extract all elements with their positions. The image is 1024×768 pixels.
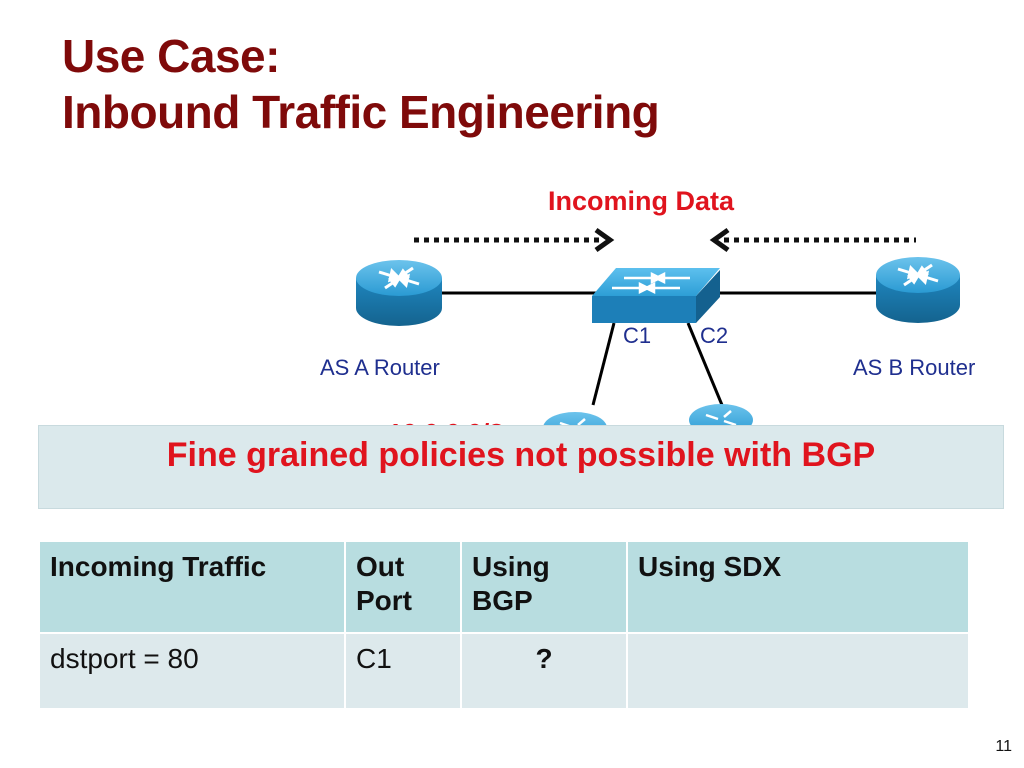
as-a-router-icon [356,260,442,326]
table-header-row: Incoming Traffic Out Port Using BGP Usin… [38,540,970,634]
slide-title: Use Case: Inbound Traffic Engineering [62,28,660,140]
switch-icon [592,268,720,323]
table-row: dstport = 80 C1 ? [38,632,970,710]
table-header-using-sdx: Using SDX [626,540,970,634]
link-c1 [591,322,616,406]
title-line-2: Inbound Traffic Engineering [62,86,660,138]
link-c2 [686,322,724,406]
title-line-1: Use Case: [62,30,280,82]
callout-banner-text: Fine grained policies not possible with … [166,436,876,474]
as-b-router-label: AS B Router [853,355,976,380]
table-header-out-port: Out Port [344,540,462,634]
port-c1-label: C1 [623,323,652,348]
callout-banner: Fine grained policies not possible with … [38,425,1004,509]
table-cell-incoming-traffic: dstport = 80 [38,632,346,710]
table-cell-out-port: C1 [344,632,462,710]
as-b-router-icon [876,257,960,323]
table-cell-using-sdx [626,632,970,710]
incoming-data-label: Incoming Data [548,186,735,216]
network-diagram [356,227,960,444]
table-cell-using-bgp: ? [460,632,628,710]
incoming-arrow-left [414,227,615,253]
policy-table: Incoming Traffic Out Port Using BGP Usin… [38,540,970,710]
port-c2-label: C2 [700,323,729,348]
as-a-router-label: AS A Router [320,355,440,380]
incoming-arrow-right [709,227,916,253]
page-number: 11 [995,738,1012,755]
table-header-using-bgp: Using BGP [460,540,628,634]
table-header-incoming-traffic: Incoming Traffic [38,540,346,634]
